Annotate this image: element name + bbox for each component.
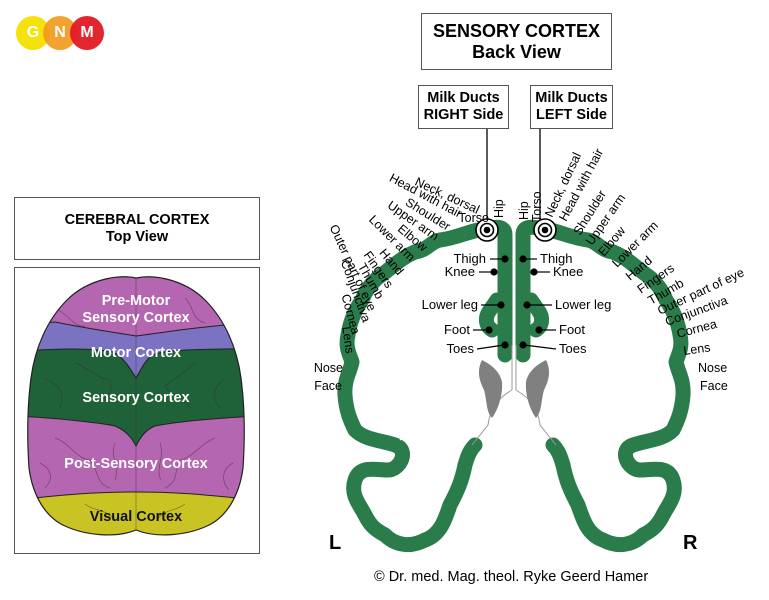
sensory-cortex-title: SENSORY CORTEX Back View xyxy=(421,13,612,70)
left-label-thigh: Thigh xyxy=(453,251,486,266)
label-premotor-2: Sensory Cortex xyxy=(82,310,189,326)
right-label-lower-leg: Lower leg xyxy=(555,297,611,312)
milk-ducts-left-line-2: LEFT Side xyxy=(536,107,607,123)
logo-circle-m: M xyxy=(70,16,104,50)
region-postsensory xyxy=(27,416,245,500)
logo-letter-g: G xyxy=(26,24,40,41)
target-right-torso xyxy=(533,218,557,242)
milk-ducts-left-line-1: Milk Ducts xyxy=(535,90,608,107)
left-label-knee: Knee xyxy=(445,264,475,279)
right-label-toes: Toes xyxy=(559,341,587,356)
side-label-left: L xyxy=(329,532,341,554)
right-label-knee: Knee xyxy=(553,264,583,279)
top-view-brain: Pre-Motor Sensory Cortex Motor Cortex Se… xyxy=(27,276,245,536)
right-outer-label-face: Face xyxy=(700,379,728,393)
left-label-foot: Foot xyxy=(444,322,470,337)
label-visual: Visual Cortex xyxy=(90,509,182,525)
right-outer-label-torso: Torso xyxy=(530,191,544,222)
title-line-2: Back View xyxy=(472,41,561,62)
gnm-logo: G N M xyxy=(16,16,106,52)
logo-letter-n: N xyxy=(54,24,66,41)
region-visual xyxy=(27,492,245,535)
right-label-thigh: Thigh xyxy=(540,251,573,266)
title-line-1: SENSORY CORTEX xyxy=(432,20,601,41)
left-outer-label-hip: Hip xyxy=(492,199,506,218)
left-label-lower-leg: Lower leg xyxy=(422,297,478,312)
left-outer-label-face: Face xyxy=(314,379,342,393)
side-label-right: R xyxy=(683,532,698,554)
milk-ducts-left-box: Milk Ducts LEFT Side xyxy=(530,85,613,129)
right-label-foot: Foot xyxy=(559,322,585,337)
label-premotor-1: Pre-Motor xyxy=(102,293,171,309)
midline xyxy=(471,345,557,446)
left-outer-label-lens: Lens xyxy=(339,326,357,355)
right-outer-label-nose: Nose xyxy=(698,361,727,375)
left-outer-label-nose: Nose xyxy=(314,361,343,375)
milk-ducts-right-line-1: Milk Ducts xyxy=(427,90,500,107)
cerebral-title-line-1: CEREBRAL CORTEX xyxy=(64,211,210,228)
label-sensory: Sensory Cortex xyxy=(82,390,189,406)
logo-letter-m: M xyxy=(80,24,94,41)
region-motor xyxy=(27,322,245,378)
left-outer-label-torso: Torso xyxy=(458,211,489,225)
milk-ducts-right-box: Milk Ducts RIGHT Side xyxy=(418,85,509,129)
cerebral-cortex-title: CEREBRAL CORTEX Top View xyxy=(14,197,260,260)
region-sensory xyxy=(27,348,245,446)
right-outer-label-lens: Lens xyxy=(682,340,711,358)
cerebral-title-line-2: Top View xyxy=(105,228,169,245)
brain-outline xyxy=(27,276,245,536)
left-label-toes: Toes xyxy=(447,341,475,356)
target-left-torso xyxy=(475,218,499,242)
milk-ducts-right-line-2: RIGHT Side xyxy=(423,107,504,123)
right-outer-label-hip: Hip xyxy=(517,201,531,220)
label-motor: Motor Cortex xyxy=(91,345,181,361)
right-ventricle xyxy=(525,360,550,418)
label-postsensory: Post-Sensory Cortex xyxy=(64,456,207,472)
left-ventricle xyxy=(478,360,503,418)
copyright-credit: © Dr. med. Mag. theol. Ryke Geerd Hamer xyxy=(374,569,649,585)
top-view-panel: Pre-Motor Sensory Cortex Motor Cortex Se… xyxy=(14,267,260,554)
